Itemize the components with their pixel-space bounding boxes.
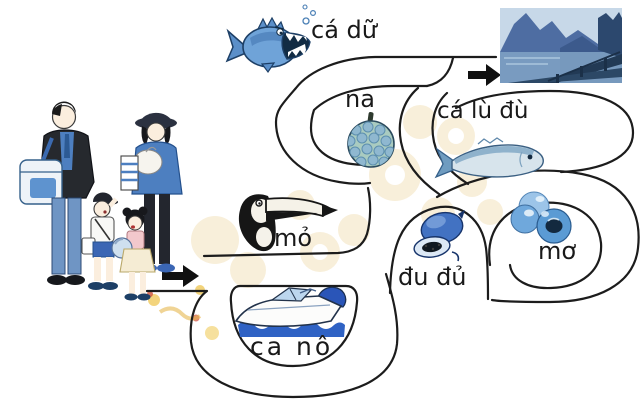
family-walking-illustration [19, 101, 183, 301]
watermark-mascot-specks [147, 285, 219, 340]
maze-path [145, 55, 640, 399]
maze-croaker-chamber [454, 89, 635, 174]
finish-arrow [468, 64, 501, 86]
motorboat-icon [234, 286, 347, 337]
start-arrow [162, 265, 199, 287]
girl-figure [111, 206, 156, 301]
croaker-fish-icon [434, 137, 544, 179]
toucan-beak-icon [238, 194, 338, 252]
watermark-pattern [191, 105, 503, 288]
toucan-chest [256, 227, 272, 247]
boy-figure [81, 192, 118, 290]
label-ca-du: cá dữ [311, 16, 377, 44]
fierce-fish-icon [225, 4, 317, 74]
boat-hull [234, 295, 343, 328]
custard-apple-icon [347, 112, 395, 168]
maze-outer-bottom-loop [145, 272, 399, 399]
papaya-icon [413, 210, 465, 262]
lake-landscape-photo [500, 8, 622, 83]
maze-finish-slant-wall [425, 56, 455, 88]
label-ca-lu-du: cá lù đù [437, 98, 529, 124]
boat-water [238, 321, 345, 337]
toucan-lower-beak [266, 212, 318, 221]
label-mo-apricot: mơ [538, 237, 577, 265]
label-du-du: đu đủ [398, 263, 467, 291]
label-na: na [345, 85, 375, 113]
maze-inner-c-wall [309, 84, 429, 166]
maze-papaya-bump [388, 205, 490, 301]
maze-boat-bowl [229, 284, 359, 368]
apricot-plums-icon [510, 191, 572, 244]
maze-neck-left [398, 86, 441, 196]
maze-neck-right [431, 91, 470, 186]
label-mo-beak: mỏ [274, 224, 313, 252]
label-ca-no: ca nô [250, 332, 334, 361]
father-figure [19, 101, 95, 285]
maze-entry-top-line [202, 186, 372, 258]
maze-spiral-inner [488, 201, 603, 290]
toucan-beak-tip [322, 205, 338, 217]
maze-top-wall [274, 55, 498, 185]
